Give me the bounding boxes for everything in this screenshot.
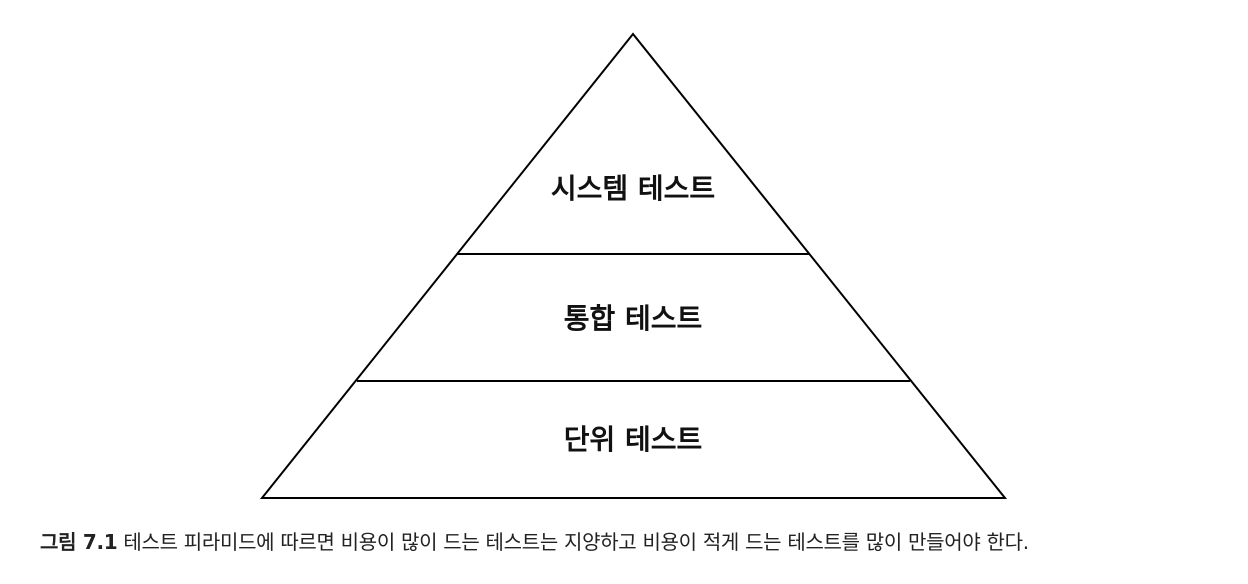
tier-label-integration-test: 통합 테스트 <box>564 302 703 335</box>
pyramid-outline <box>259 32 1008 499</box>
figure-number: 그림 7.1 <box>40 530 118 554</box>
tier-label-unit-test: 단위 테스트 <box>564 423 703 456</box>
test-pyramid-diagram: 시스템 테스트 통합 테스트 단위 테스트 <box>259 32 1008 499</box>
caption-text: 테스트 피라미드에 따르면 비용이 많이 드는 테스트는 지양하고 비용이 적게… <box>123 530 1029 554</box>
tier-label-system-test: 시스템 테스트 <box>551 172 715 205</box>
